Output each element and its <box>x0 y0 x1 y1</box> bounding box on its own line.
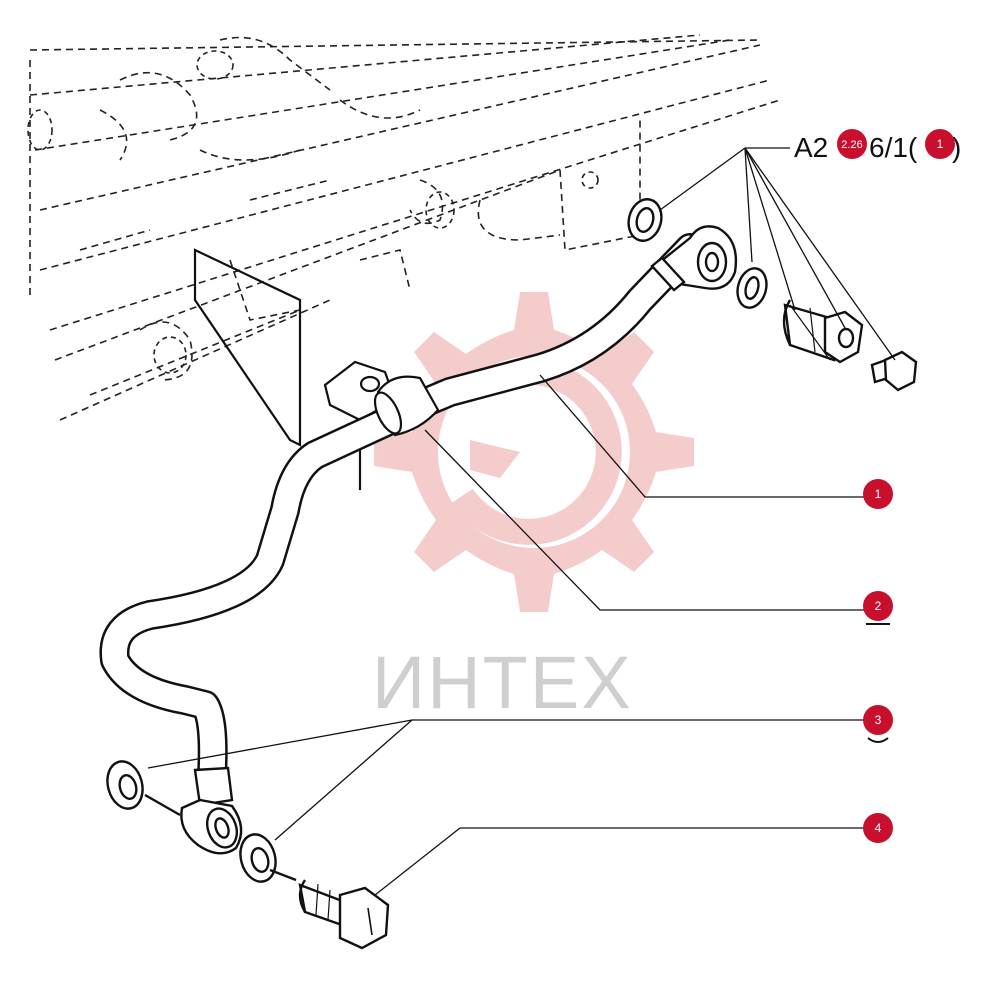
callout-2-number: 2 <box>875 599 882 613</box>
engine-bolt-holes <box>27 50 599 374</box>
oil-pipe <box>99 233 705 790</box>
upper-banjo-fitting <box>650 225 738 292</box>
callout-1[interactable]: 1 <box>863 479 893 509</box>
callout-1-number: 1 <box>875 487 882 501</box>
upper-banjo-bolt <box>782 299 864 364</box>
reference-label-start: A2 <box>794 132 828 163</box>
leader-lines <box>147 147 896 896</box>
callout-3[interactable]: 3 <box>863 705 893 743</box>
lower-banjo-fitting <box>180 766 243 855</box>
page-ref-badge-text: 2.26 <box>841 139 862 151</box>
callout-2[interactable]: 2 <box>863 591 893 625</box>
page-ref-badge[interactable] <box>837 129 867 159</box>
callout-4[interactable]: 4 <box>863 813 893 843</box>
reference-label-end: 6/1( <box>869 132 918 163</box>
callout-4-number: 4 <box>875 821 882 835</box>
lower-washer-left <box>106 760 181 817</box>
item-ref-badge[interactable] <box>925 129 955 159</box>
upper-washer-outer <box>736 267 768 309</box>
reference-label: A2 6/1( ) 2.26 1 <box>794 129 961 163</box>
watermark-text: ИНТЕХ <box>372 641 633 724</box>
reference-label-close: ) <box>952 132 961 163</box>
pipe-clamp <box>373 375 440 437</box>
engine-block-outline <box>29 34 781 421</box>
callout-3-number: 3 <box>875 713 882 727</box>
lower-banjo-bolt <box>269 868 390 950</box>
item-ref-badge-text: 1 <box>937 137 944 151</box>
upper-bleed-screw <box>870 350 918 392</box>
watermark-gear-icon <box>374 292 694 612</box>
upper-washer-inner <box>627 198 663 242</box>
lower-washer-right <box>239 833 277 883</box>
